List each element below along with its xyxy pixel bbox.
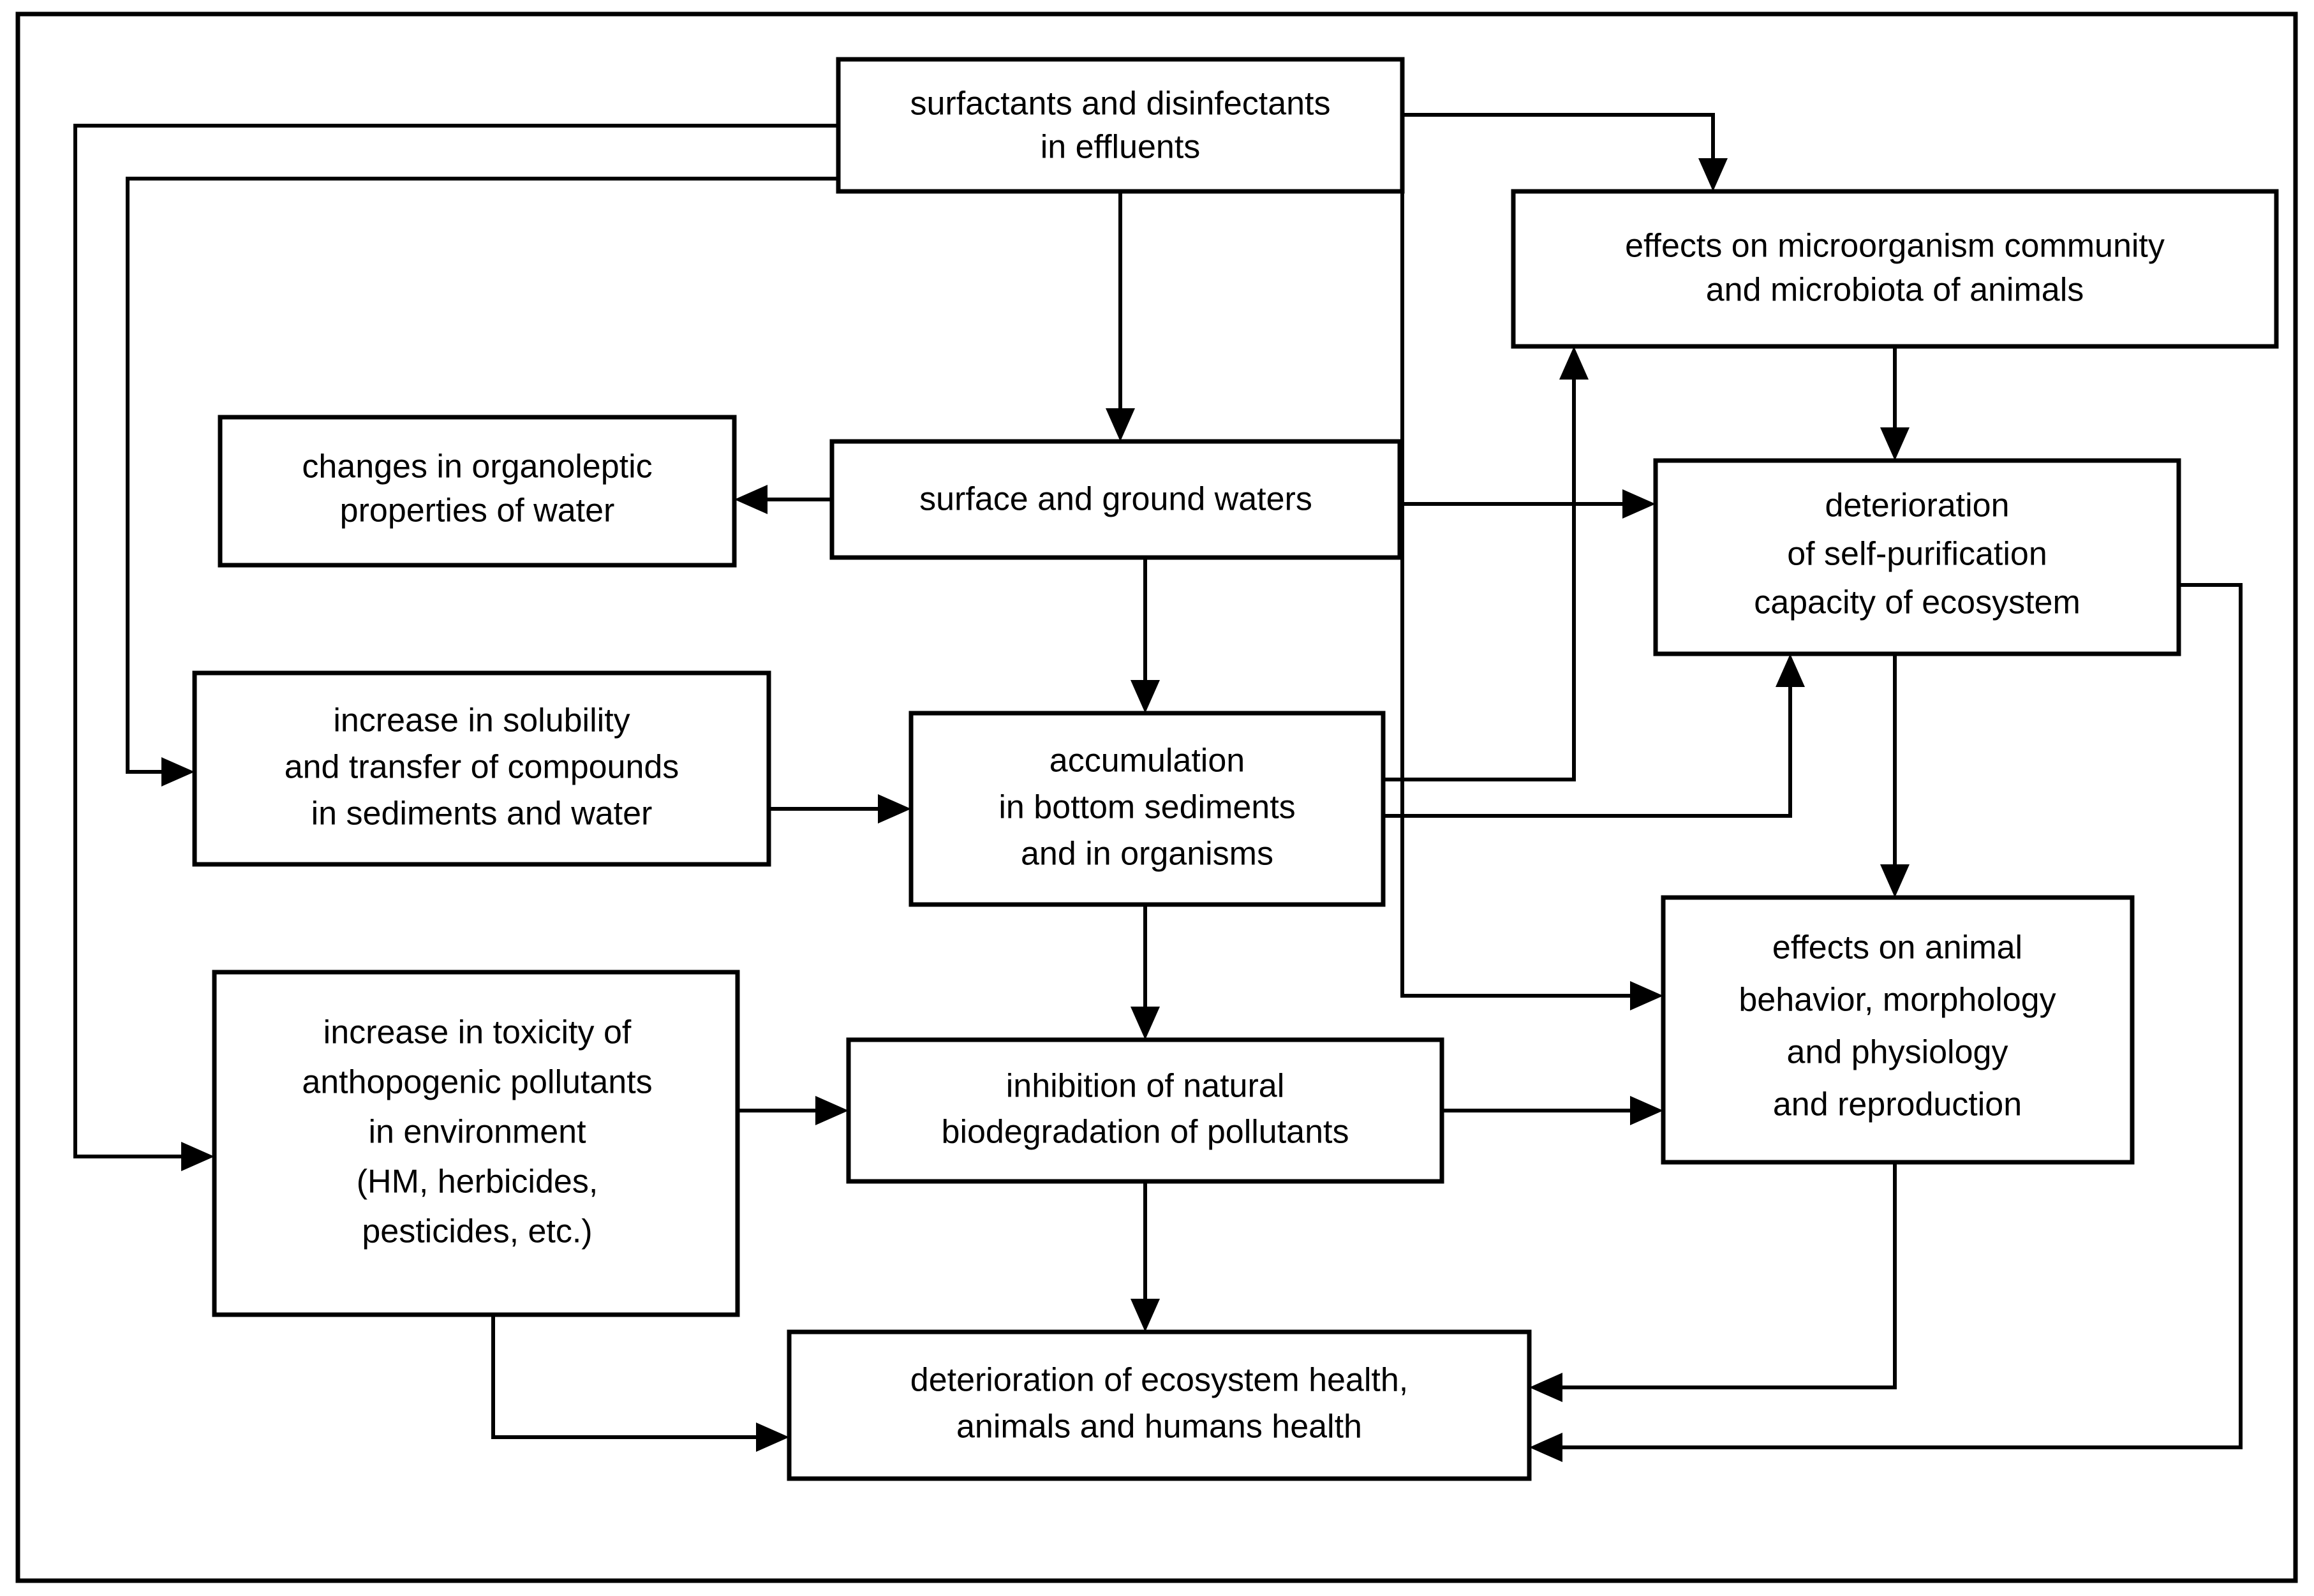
node-ecosystem-health-line-1: deterioration of ecosystem health, xyxy=(910,1362,1408,1399)
node-self-purification-box[interactable] xyxy=(1653,458,2181,656)
node-self-purification-line-2: of self-purification xyxy=(1787,536,2047,573)
node-surface-ground-waters-box[interactable] xyxy=(829,439,1402,560)
node-microorganism-effects-line-2: and microbiota of animals xyxy=(1706,272,2084,309)
node-organoleptic-box[interactable] xyxy=(218,415,737,568)
edge-biodegradation-to-ecosystem-health xyxy=(1131,1181,1160,1332)
node-accumulation-line-2: in bottom sediments xyxy=(998,789,1295,826)
node-biodegradation-inhibition-line-1: inhibition of natural xyxy=(1006,1068,1285,1105)
node-organoleptic-line-2: properties of water xyxy=(340,492,615,529)
node-surface-ground-waters-line-1: surface and ground waters xyxy=(919,481,1312,518)
edge-surface-waters-to-organoleptic xyxy=(734,485,832,514)
edge-solubility-to-accumulation xyxy=(769,794,911,824)
node-surface-ground-waters[interactable]: surface and ground waters xyxy=(829,439,1402,560)
node-surfactants-line-1: surfactants and disinfectants xyxy=(910,85,1330,122)
edge-accumulation-to-microorganism xyxy=(1383,346,1589,781)
edge-biodegradation-to-animal-effects xyxy=(1442,1096,1663,1125)
node-surfactants-box[interactable] xyxy=(836,57,1405,194)
node-animal-effects-line-2: behavior, morphology xyxy=(1739,982,2056,1019)
node-microorganism-effects[interactable]: effects on microorganism community and m… xyxy=(1511,189,2279,349)
edge-surface-waters-to-self-purification xyxy=(1400,489,1656,519)
edge-surfactants-to-toxicity xyxy=(73,124,838,1171)
node-organoleptic[interactable]: changes in organoleptic properties of wa… xyxy=(218,415,737,568)
edge-self-purification-to-animal-effects xyxy=(1880,654,1910,898)
edge-surfactants-to-animal-effects xyxy=(1400,191,1663,1010)
edge-surfactants-to-solubility xyxy=(126,177,838,787)
node-microorganism-effects-line-1: effects on microorganism community xyxy=(1625,228,2165,265)
edge-toxicity-to-ecosystem-health xyxy=(491,1315,789,1452)
node-ecosystem-health-line-2: animals and humans health xyxy=(956,1408,1362,1445)
node-animal-effects-box[interactable] xyxy=(1661,895,2135,1165)
edge-animal-effects-to-ecosystem-health xyxy=(1529,1162,1897,1402)
node-surfactants[interactable]: surfactants and disinfectants in effluen… xyxy=(836,57,1405,194)
edge-microorganism-to-self-purification xyxy=(1880,346,1910,461)
node-self-purification[interactable]: deterioration of self-purification capac… xyxy=(1653,458,2181,656)
edge-layer xyxy=(73,113,2243,1462)
node-biodegradation-inhibition[interactable]: inhibition of natural biodegradation of … xyxy=(846,1037,1444,1184)
node-ecosystem-health[interactable]: deterioration of ecosystem health, anima… xyxy=(787,1329,1532,1481)
diagram-frame xyxy=(15,11,2298,1583)
node-solubility-transfer-line-1: increase in solubility xyxy=(333,702,630,739)
node-accumulation-line-3: and in organisms xyxy=(1021,836,1273,873)
node-toxicity-increase-line-2: anthopogenic pollutants xyxy=(302,1064,652,1101)
node-toxicity-increase-line-4: (HM, herbicides, xyxy=(357,1164,598,1201)
node-biodegradation-inhibition-box[interactable] xyxy=(846,1037,1444,1184)
node-animal-effects-line-4: and reproduction xyxy=(1773,1086,2022,1123)
node-surfactants-line-2: in effluents xyxy=(1041,129,1201,166)
node-microorganism-effects-box[interactable] xyxy=(1511,189,2279,349)
node-toxicity-increase-line-1: increase in toxicity of xyxy=(323,1014,632,1051)
node-self-purification-line-1: deterioration xyxy=(1825,487,2009,524)
node-solubility-transfer[interactable]: increase in solubility and transfer of c… xyxy=(192,670,771,867)
node-self-purification-line-3: capacity of ecosystem xyxy=(1754,584,2080,621)
node-organoleptic-line-1: changes in organoleptic xyxy=(302,448,652,485)
node-ecosystem-health-box[interactable] xyxy=(787,1329,1532,1481)
node-animal-effects[interactable]: effects on animal behavior, morphology a… xyxy=(1661,895,2135,1165)
node-biodegradation-inhibition-line-2: biodegradation of pollutants xyxy=(942,1114,1349,1151)
node-solubility-transfer-box[interactable] xyxy=(192,670,771,867)
node-accumulation-box[interactable] xyxy=(909,711,1386,907)
node-solubility-transfer-line-2: and transfer of compounds xyxy=(285,749,679,786)
edge-surfactants-to-surface-waters xyxy=(1106,191,1135,441)
node-accumulation[interactable]: accumulation in bottom sediments and in … xyxy=(909,711,1386,907)
node-toxicity-increase-line-5: pesticides, etc.) xyxy=(362,1213,592,1250)
edge-accumulation-to-self-purification xyxy=(1383,654,1805,818)
node-toxicity-increase-box[interactable] xyxy=(212,970,740,1317)
node-solubility-transfer-line-3: in sediments and water xyxy=(311,795,653,832)
edge-surface-waters-to-accumulation xyxy=(1131,558,1160,713)
edge-accumulation-to-biodegradation xyxy=(1131,905,1160,1040)
node-layer: surfactants and disinfectants in effluen… xyxy=(192,57,2279,1481)
edge-self-purification-to-ecosystem-health xyxy=(1529,583,2243,1462)
node-animal-effects-line-3: and physiology xyxy=(1787,1034,2008,1071)
edge-surfactants-to-microorganism xyxy=(1402,113,1728,191)
node-toxicity-increase[interactable]: increase in toxicity of anthopogenic pol… xyxy=(212,970,740,1317)
node-animal-effects-line-1: effects on animal xyxy=(1772,929,2022,966)
node-toxicity-increase-line-3: in environment xyxy=(368,1114,586,1151)
node-accumulation-line-1: accumulation xyxy=(1049,743,1245,780)
edge-toxicity-to-biodegradation xyxy=(738,1096,849,1125)
